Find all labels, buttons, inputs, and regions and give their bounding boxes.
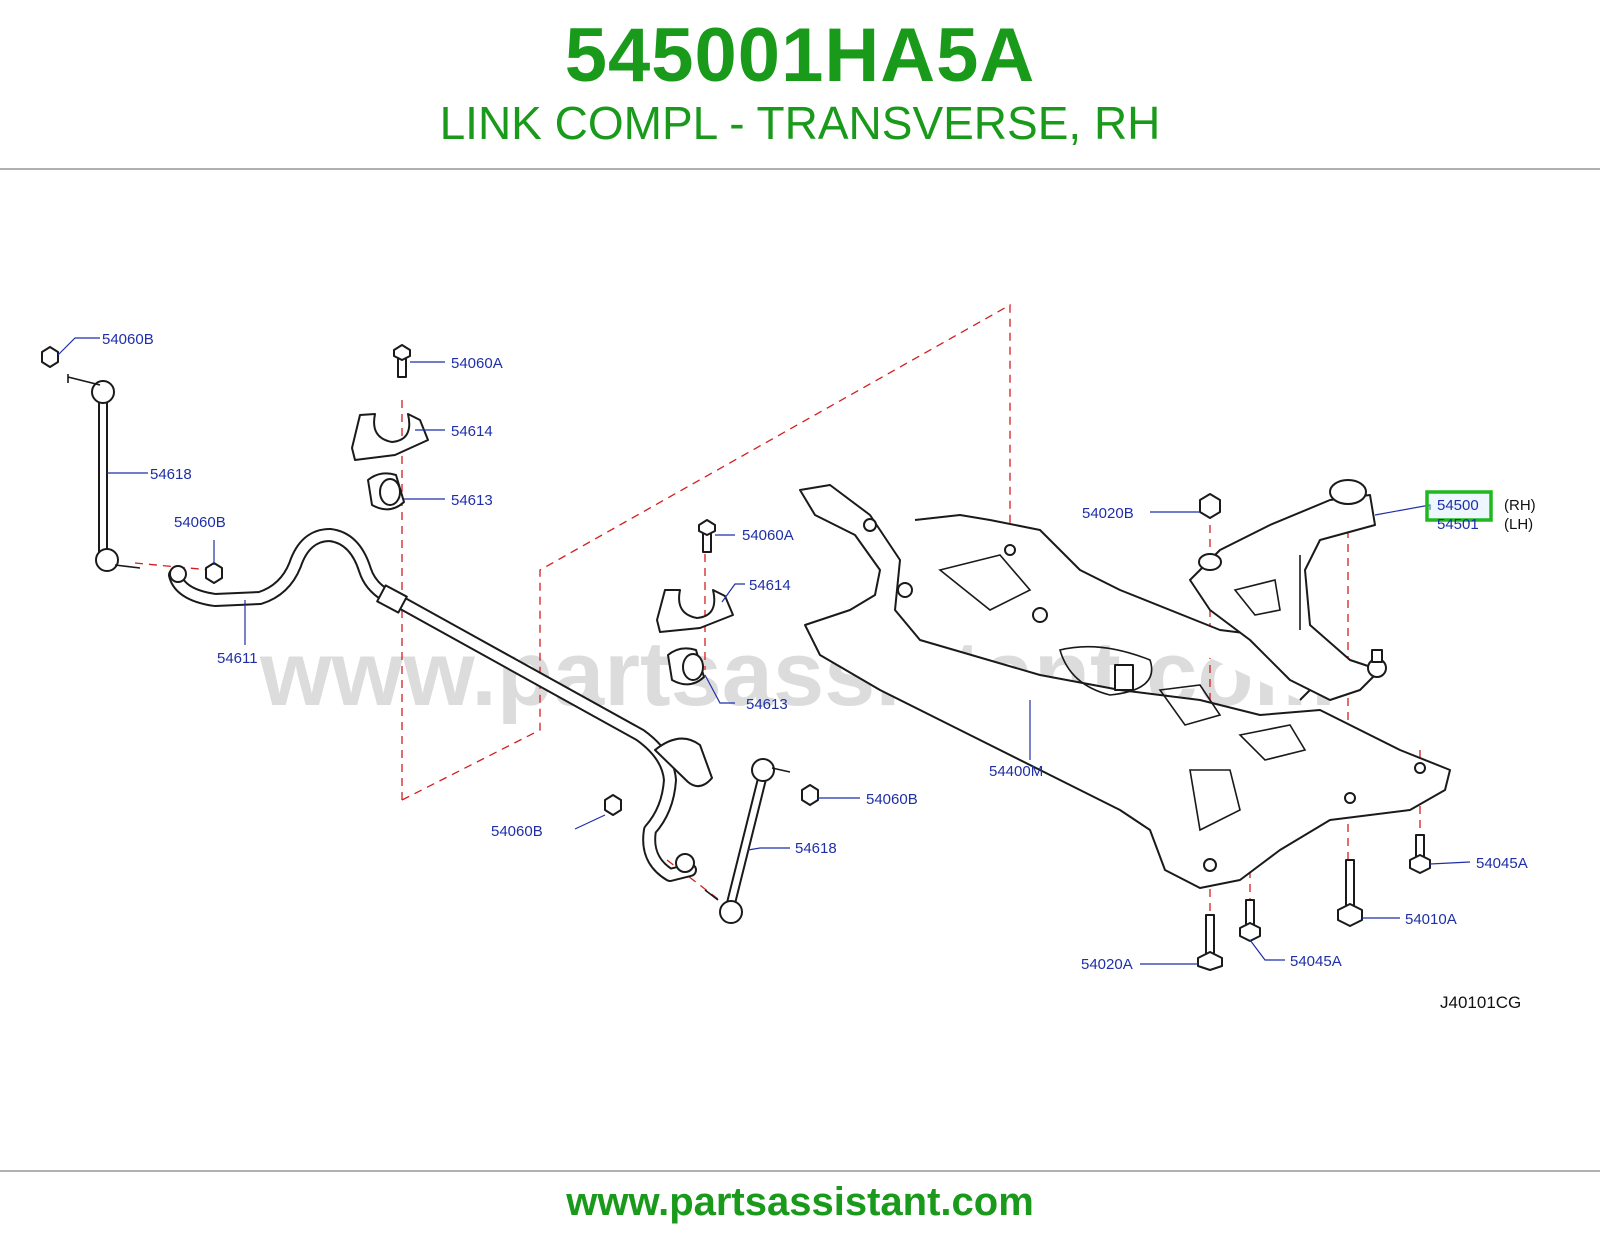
suspension-member: [799, 484, 1451, 889]
footer-url[interactable]: www.partsassistant.com: [566, 1180, 1034, 1224]
part-number: 545001HA5A: [564, 13, 1036, 98]
hardware-bolts: [1197, 493, 1431, 971]
bushing-clamp-mid: [656, 519, 734, 686]
stabilizer-bar: [168, 528, 713, 882]
callout-54060a-top[interactable]: 54060A: [451, 355, 503, 372]
callout-54060b-mid[interactable]: 54060B: [174, 514, 226, 531]
side-label-lh: (LH): [1504, 516, 1533, 533]
parts-diagram: www.partsassistant.com: [0, 170, 1600, 1170]
leader-lines: [57, 337, 1471, 965]
callout-54613-mid[interactable]: 54613: [746, 696, 788, 713]
part-name: LINK COMPL - TRANSVERSE, RH: [439, 97, 1161, 149]
callout-54010a[interactable]: 54010A: [1405, 911, 1457, 928]
callout-54020b[interactable]: 54020B: [1082, 505, 1134, 522]
header: 545001HA5A LINK COMPL - TRANSVERSE, RH: [0, 0, 1600, 170]
header-divider: [0, 168, 1600, 170]
callout-54045a-bottom[interactable]: 54045A: [1290, 953, 1342, 970]
callout-54060a-mid[interactable]: 54060A: [742, 527, 794, 544]
diagram-code: J40101CG: [1440, 993, 1521, 1012]
callout-54611[interactable]: 54611: [217, 650, 258, 667]
transverse-link: [1189, 479, 1387, 701]
highlighted-part-box[interactable]: [1425, 490, 1493, 522]
callout-labels: 54060B 54060A 54614 54613 54618 54060B 5…: [102, 331, 1528, 973]
callout-54020a[interactable]: 54020A: [1081, 956, 1133, 973]
callout-54501[interactable]: 54501: [1437, 516, 1479, 533]
bushing-clamp-top: [351, 344, 429, 511]
callout-54400m[interactable]: 54400M: [989, 763, 1043, 780]
stabilizer-link-left: [41, 346, 141, 572]
callout-54613-top[interactable]: 54613: [451, 492, 493, 509]
callout-54618-top[interactable]: 54618: [150, 466, 192, 483]
diagram-svg: www.partsassistant.com: [41, 303, 1536, 1012]
footer-divider: [0, 1170, 1600, 1172]
side-label-rh: (RH): [1504, 497, 1536, 514]
callout-54060b-top[interactable]: 54060B: [102, 331, 154, 348]
callout-54614-top[interactable]: 54614: [451, 423, 493, 440]
callout-54060b-bottom[interactable]: 54060B: [491, 823, 543, 840]
callout-54060b-right[interactable]: 54060B: [866, 791, 918, 808]
callout-54618-bottom[interactable]: 54618: [795, 840, 837, 857]
callout-54045a-right[interactable]: 54045A: [1476, 855, 1528, 872]
callout-54500[interactable]: 54500: [1437, 497, 1479, 514]
stabilizer-link-right: [205, 562, 819, 924]
callout-54614-mid[interactable]: 54614: [749, 577, 791, 594]
